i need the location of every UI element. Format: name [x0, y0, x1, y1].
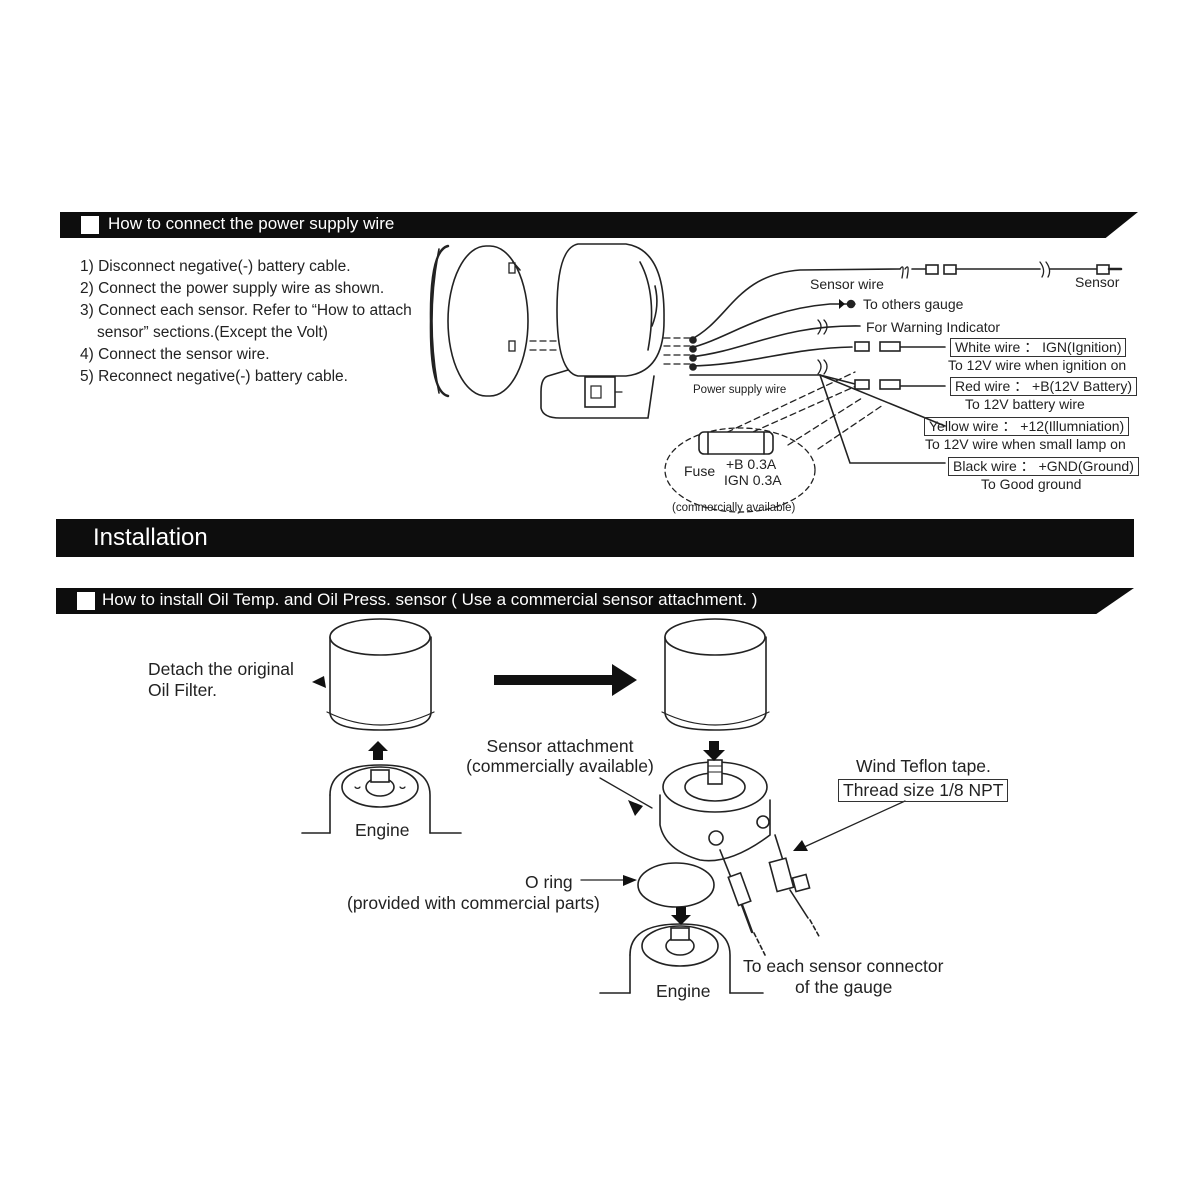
sensor-probes-illustration: [719, 834, 821, 956]
pointer-arrow-icon: [623, 875, 637, 886]
fuse-illustration: [664, 427, 816, 513]
up-arrow-icon: [368, 741, 388, 760]
oil-filter-original: [326, 618, 435, 731]
detach-filter-label-line1: Detach the original: [148, 659, 294, 679]
power-section-title: How to connect the power supply wire: [108, 214, 395, 233]
installation-title: Installation: [93, 524, 208, 551]
wire-bundle: [689, 261, 1123, 464]
engine-bottom-illustration: [599, 923, 764, 994]
detach-filter-label-line2: Oil Filter.: [148, 680, 218, 700]
oil-filter-reinstalled: [661, 618, 770, 731]
o-ring-illustration: [637, 862, 715, 908]
step-item: 5) Reconnect negative(-) battery cable.: [80, 368, 348, 385]
down-arrow-icon: [703, 741, 725, 761]
wind-teflon-label: Wind Teflon tape.: [856, 756, 991, 776]
red-wire-label: Red wire ： +B(12V Battery): [950, 377, 1138, 396]
gauge-pod-illustration: [540, 243, 665, 419]
warning-indicator-label: For Warning Indicator: [866, 319, 1001, 335]
checkbox-square-icon: [77, 592, 95, 610]
sensor-attachment-illustration: [659, 759, 771, 862]
black-wire-label: Black wire ： +GND(Ground): [948, 457, 1139, 476]
steps-list: 1) Disconnect negative(-) battery cable.…: [80, 256, 412, 388]
right-arrow-icon: [494, 664, 637, 696]
oil-sensor-subtitle: How to install Oil Temp. and Oil Press. …: [102, 590, 758, 609]
pointer-arrow-icon: [312, 676, 326, 688]
fuse-b-rating: +B 0.3A: [726, 456, 777, 472]
fuse-ign-rating: IGN 0.3A: [724, 472, 782, 488]
red-wire-note: To 12V battery wire: [965, 396, 1085, 412]
step-item: 3) Connect each sensor. Refer to “How to…: [80, 302, 412, 319]
step-item: 4) Connect the sensor wire.: [80, 346, 270, 363]
pointer-arrow-icon: [628, 800, 643, 816]
checkbox-square-icon: [81, 216, 99, 234]
sensor-label: Sensor: [1075, 274, 1120, 290]
sensor-wire-label: Sensor wire: [810, 276, 884, 292]
direction-arrows: [312, 299, 845, 925]
to-others-gauge-label: To others gauge: [863, 296, 964, 312]
down-arrow-icon: [671, 907, 691, 925]
dashed-connection-lines: [529, 337, 884, 453]
oil-sensor-banner: How to install Oil Temp. and Oil Press. …: [56, 588, 1134, 614]
yellow-wire-note: To 12V wire when small lamp on: [925, 436, 1126, 452]
black-wire-note: To Good ground: [981, 476, 1082, 492]
thread-size-label: Thread size 1/8 NPT: [838, 779, 1009, 802]
white-wire-note: To 12V wire when ignition on: [948, 357, 1127, 373]
fuse-label: Fuse: [684, 463, 716, 479]
engine-left-illustration: [301, 764, 462, 834]
fuse-availability-note: (commercially available): [672, 502, 796, 514]
sensor-attachment-label-line2: (commercially available): [466, 756, 654, 776]
gauge-front-illustration: [429, 244, 529, 398]
sensor-attachment-label-line1: Sensor attachment: [486, 736, 634, 756]
o-ring-label-line2: (provided with commercial parts): [347, 893, 600, 913]
installation-banner: Installation: [56, 519, 1134, 557]
yellow-wire-label: Yellow wire ： +12(Illumniation): [924, 417, 1130, 436]
step-item: 1) Disconnect negative(-) battery cable.: [80, 258, 351, 275]
engine-bottom-label: Engine: [656, 981, 711, 1001]
to-sensor-connector-label-line2: of the gauge: [795, 977, 893, 997]
to-sensor-connector-label-line1: To each sensor connector: [743, 956, 944, 976]
engine-left-label: Engine: [355, 820, 410, 840]
o-ring-label-line1: O ring: [525, 872, 573, 892]
power-supply-wire-label: Power supply wire: [693, 384, 787, 396]
pointer-arrow-icon: [793, 840, 808, 851]
step-item: 2) Connect the power supply wire as show…: [80, 280, 385, 297]
white-wire-label: White wire ： IGN(Ignition): [950, 338, 1127, 357]
power-section-banner: How to connect the power supply wire: [60, 212, 1138, 238]
step-item: sensor” sections.(Except the Volt): [97, 324, 328, 341]
